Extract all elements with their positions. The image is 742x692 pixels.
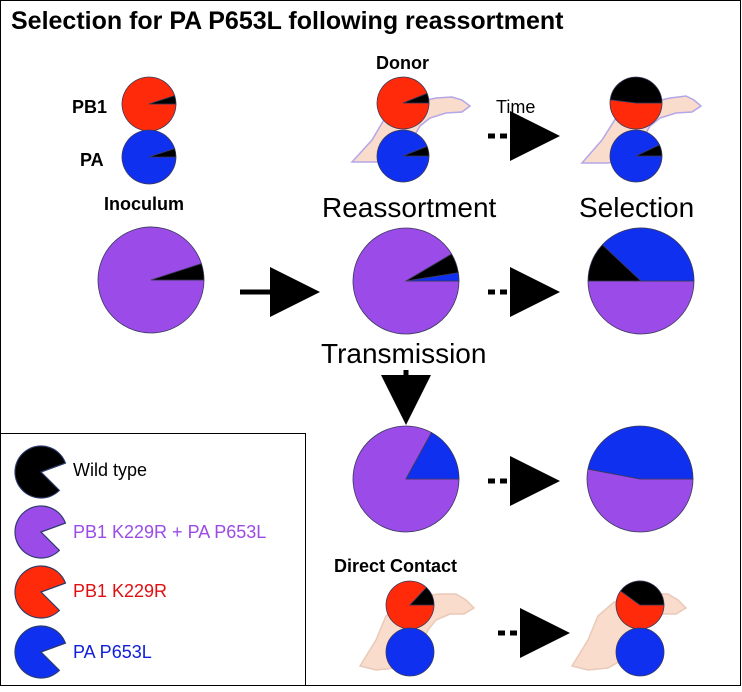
direct-contact-label: Direct Contact [334, 556, 457, 576]
selection-slice-pa-p653l [601, 227, 695, 282]
pie-transmission [352, 425, 460, 533]
pa-mutant-pacman-icon [14, 625, 67, 679]
pie-inoculum [97, 226, 205, 334]
transmission-label: Transmission [321, 338, 486, 369]
inoculum-label: Inoculum [104, 194, 184, 214]
donor-pb1-late-slice-wild-type [609, 76, 663, 104]
selection-label: Selection [579, 192, 694, 223]
pie-pb1-small [121, 76, 177, 132]
pa-small-slice-wild-type [148, 148, 177, 158]
legend-label-wild-type: Wild type [73, 460, 147, 480]
donor-pa-early-slice-wild-type [402, 145, 430, 157]
time-label: Time [496, 97, 535, 117]
reassortment-slice-pa-p653l [405, 272, 460, 282]
pb1-label: PB1 [72, 97, 107, 117]
pie-donor-pb1-late [609, 76, 663, 130]
pie-contact-pb1-late [615, 580, 665, 630]
contact-pa-late-slice-pa-p653l [615, 627, 665, 677]
pie-selection [587, 227, 695, 335]
pie-contact-pa-late [615, 627, 665, 677]
pie-reassortment [352, 227, 460, 335]
figure-title: Selection for PA P653L following reassor… [11, 7, 564, 35]
pie-contact-late [586, 425, 694, 533]
inoculum-slice-wild-type [150, 263, 205, 281]
legend: Wild type PB1 K229R + PA P653L PB1 K229R… [0, 433, 306, 686]
legend-label-double-mutant: PB1 K229R + PA P653L [73, 522, 266, 542]
pb1-small-slice-wild-type [148, 95, 177, 105]
contact-pb1-early-slice-wild-type [409, 586, 435, 606]
reassortment-label: Reassortment [322, 192, 497, 223]
pie-pa-small [121, 129, 177, 185]
selection-slice-double-mutant [587, 280, 695, 335]
wild-type-pacman-icon [14, 445, 67, 499]
donor-label: Donor [376, 53, 429, 73]
contact-pa-early-slice-pa-p653l [385, 627, 435, 677]
pie-donor-pa-late [609, 129, 663, 183]
contact-late-slice-double-mutant [586, 468, 694, 533]
pie-donor-pa-early [376, 129, 430, 183]
contact-late-slice-pa-p653l [587, 425, 694, 480]
pie-donor-pb1-early [376, 76, 430, 130]
pie-contact-pa-early [385, 627, 435, 677]
legend-label-pb1-k229r: PB1 K229R [73, 581, 167, 601]
pb1-mutant-pacman-icon [14, 565, 67, 619]
contact-pb1-late-slice-wild-type [620, 580, 665, 606]
double-mutant-pacman-icon [14, 505, 67, 559]
legend-label-pa-p653l: PA P653L [73, 642, 152, 662]
donor-pb1-late-slice-pb1-k229r [609, 99, 663, 130]
pa-label: PA [80, 150, 104, 170]
donor-pa-late-slice-wild-type [635, 144, 663, 157]
transmission-slice-pa-p653l [405, 432, 460, 480]
pie-contact-pb1-early [385, 580, 435, 630]
contact-pb1-late-slice-pb1-k229r [615, 590, 665, 630]
donor-pb1-early-slice-wild-type [402, 92, 430, 104]
